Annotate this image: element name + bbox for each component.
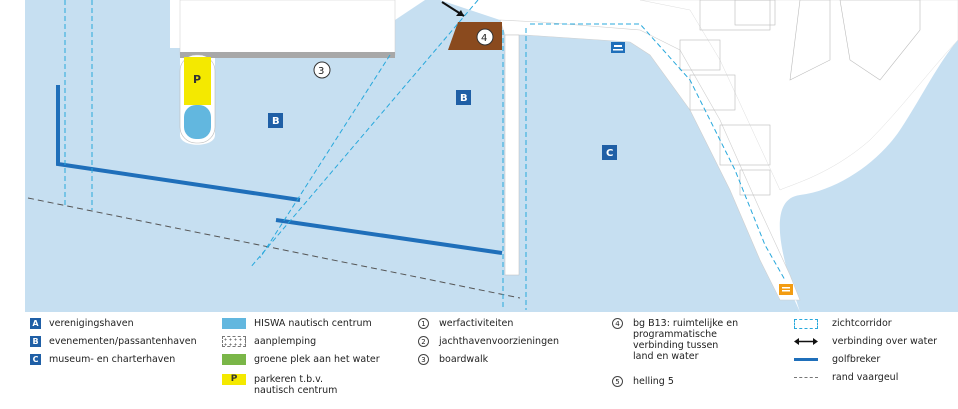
legend-label: HISWA nautisch centrum [254,318,372,329]
legend-label: evenementen/passantenhaven [49,336,197,347]
breakwater-2 [275,218,503,255]
svg-text:C: C [606,148,613,159]
map-canvas: P 4 3 [25,0,958,312]
legend-aanplemping: aanplemping [222,336,316,347]
number-badge: 2 [418,336,429,347]
boardwalk [180,52,395,58]
east-buildings [679,0,921,196]
number-badge: 4 [612,318,623,329]
legend-label: boardwalk [439,354,489,365]
zone-square: A [30,318,41,329]
parking-swatch: P [222,374,246,385]
legend-green: groene plek aan het water [222,354,380,365]
legend-label: golfbreker [832,354,881,365]
zone-square: C [30,354,41,365]
marker-4-label: 4 [481,33,487,44]
legend-item-4: 4 bg B13: ruimtelijke en programmatische… [612,318,738,362]
legend-label: jachthavenvoorzieningen [439,336,559,347]
zone-c: C [602,145,617,160]
vaargeul-symbol [794,372,818,383]
legend-label: museum- en charterhaven [49,354,176,365]
legend-label: parkeren t.b.v. nautisch centrum [254,374,338,396]
east-land [639,0,958,191]
parking-label: P [193,73,201,86]
water-body [25,0,800,312]
marker-4 [476,28,494,46]
verbinding-arrow [441,1,465,17]
svg-text:B: B [272,116,280,127]
legend-label: werfactiviteiten [439,318,514,329]
legend-label: groene plek aan het water [254,354,380,365]
legend-zichtcorridor: zichtcorridor [794,318,892,329]
legend-zone-a: A verenigingshaven [30,318,134,329]
legend-label: rand vaargeul [832,372,899,383]
map-legend: A verenigingshaven B evenementen/passant… [0,312,958,409]
harbor-map: P 4 3 [25,0,958,312]
legend-item-2: 2 jachthavenvoorzieningen [418,336,559,347]
legend-zone-b: B evenementen/passantenhaven [30,336,197,347]
legend-verbinding: verbinding over water [794,336,937,347]
hiswa-area [184,105,211,139]
legend-label: bg B13: ruimtelijke en programmatische v… [633,318,739,362]
marker-3 [313,61,331,79]
breakwater-1 [56,85,301,202]
boat-icon [611,42,625,53]
parking-area [184,57,211,105]
zichtcorridor-symbol [794,318,818,329]
number-badge: 5 [612,376,623,387]
vaargeul-line [27,197,521,299]
legend-hiswa: HISWA nautisch centrum [222,318,372,329]
zichtcorridors [64,0,786,310]
hiswa-swatch [222,318,246,329]
legend-label: aanplemping [254,336,317,347]
legend-golfbreker: golfbreker [794,354,880,365]
svg-text:B: B [460,93,468,104]
legend-item-1: 1 werfactiviteiten [418,318,513,329]
legend-vaargeul: rand vaargeul [794,372,898,383]
breakwaters [56,85,503,255]
legend-label: verenigingshaven [49,318,134,329]
green-swatch [222,354,246,365]
aanplemping-swatch [222,336,246,347]
jetty [504,34,520,276]
ramp-icon [779,284,793,295]
legend-label: helling 5 [633,376,674,387]
double-arrow-icon [794,336,818,347]
corridor-diag-1a [259,54,391,259]
zone-b2: B [456,90,471,105]
number-badge: 3 [418,354,429,365]
marker-3-label: 3 [318,66,324,77]
legend-label: zichtcorridor [832,318,892,329]
corridor-diag-1b [249,0,479,269]
legend-parking: P parkeren t.b.v. nautisch centrum [222,374,337,396]
legend-item-3: 3 boardwalk [418,354,488,365]
water-right [779,40,958,312]
legend-label: verbinding over water [832,336,938,347]
east-quay [499,19,801,301]
number-badge: 1 [418,318,429,329]
legend-zone-c: C museum- en charterhaven [30,354,175,365]
zone-b1: B [268,113,283,128]
zone-square: B [30,336,41,347]
pier-building [179,0,396,56]
legend-item-5: 5 helling 5 [612,376,674,387]
golfbreker-symbol [794,354,818,365]
